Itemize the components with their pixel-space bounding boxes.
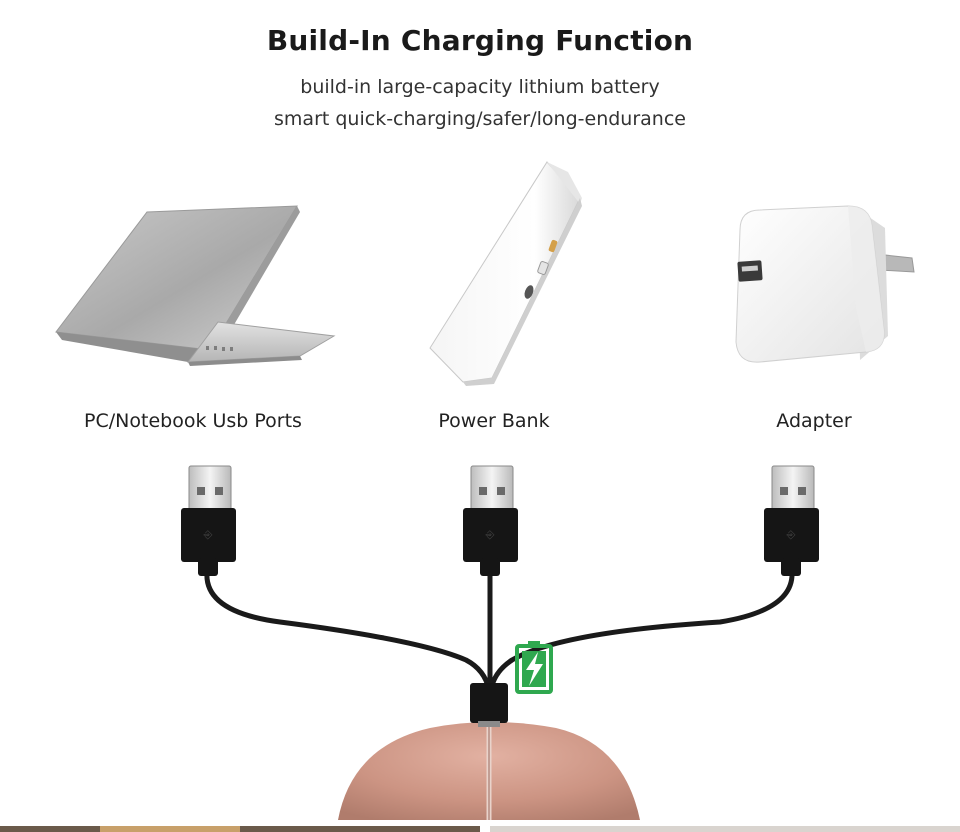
svg-text:⎆: ⎆ [787, 528, 796, 541]
svg-text:⎆: ⎆ [204, 528, 213, 541]
svg-text:⎆: ⎆ [486, 528, 495, 541]
mouse-image [338, 722, 640, 820]
laptop-icon [55, 205, 336, 366]
page-title: Build-In Charging Function [266, 24, 694, 57]
usb-plug-left: ⎆ [181, 465, 236, 576]
bottom-photo-strip [0, 826, 960, 832]
micro-usb-connector [470, 683, 508, 727]
usb-plug-right: ⎆ [764, 465, 819, 576]
battery-charging-icon [515, 641, 553, 694]
label-power-bank: Power Bank [438, 410, 550, 432]
charging-cable [204, 569, 795, 693]
adapter-icon [735, 205, 915, 363]
subtitle-line-2: smart quick-charging/safer/long-enduranc… [274, 108, 686, 130]
power-bank-icon [429, 161, 582, 386]
label-pc-notebook: PC/Notebook Usb Ports [84, 410, 302, 432]
usb-plug-middle: ⎆ [463, 465, 518, 576]
subtitle-line-1: build-in large-capacity lithium battery [300, 76, 660, 98]
label-adapter: Adapter [776, 410, 852, 432]
